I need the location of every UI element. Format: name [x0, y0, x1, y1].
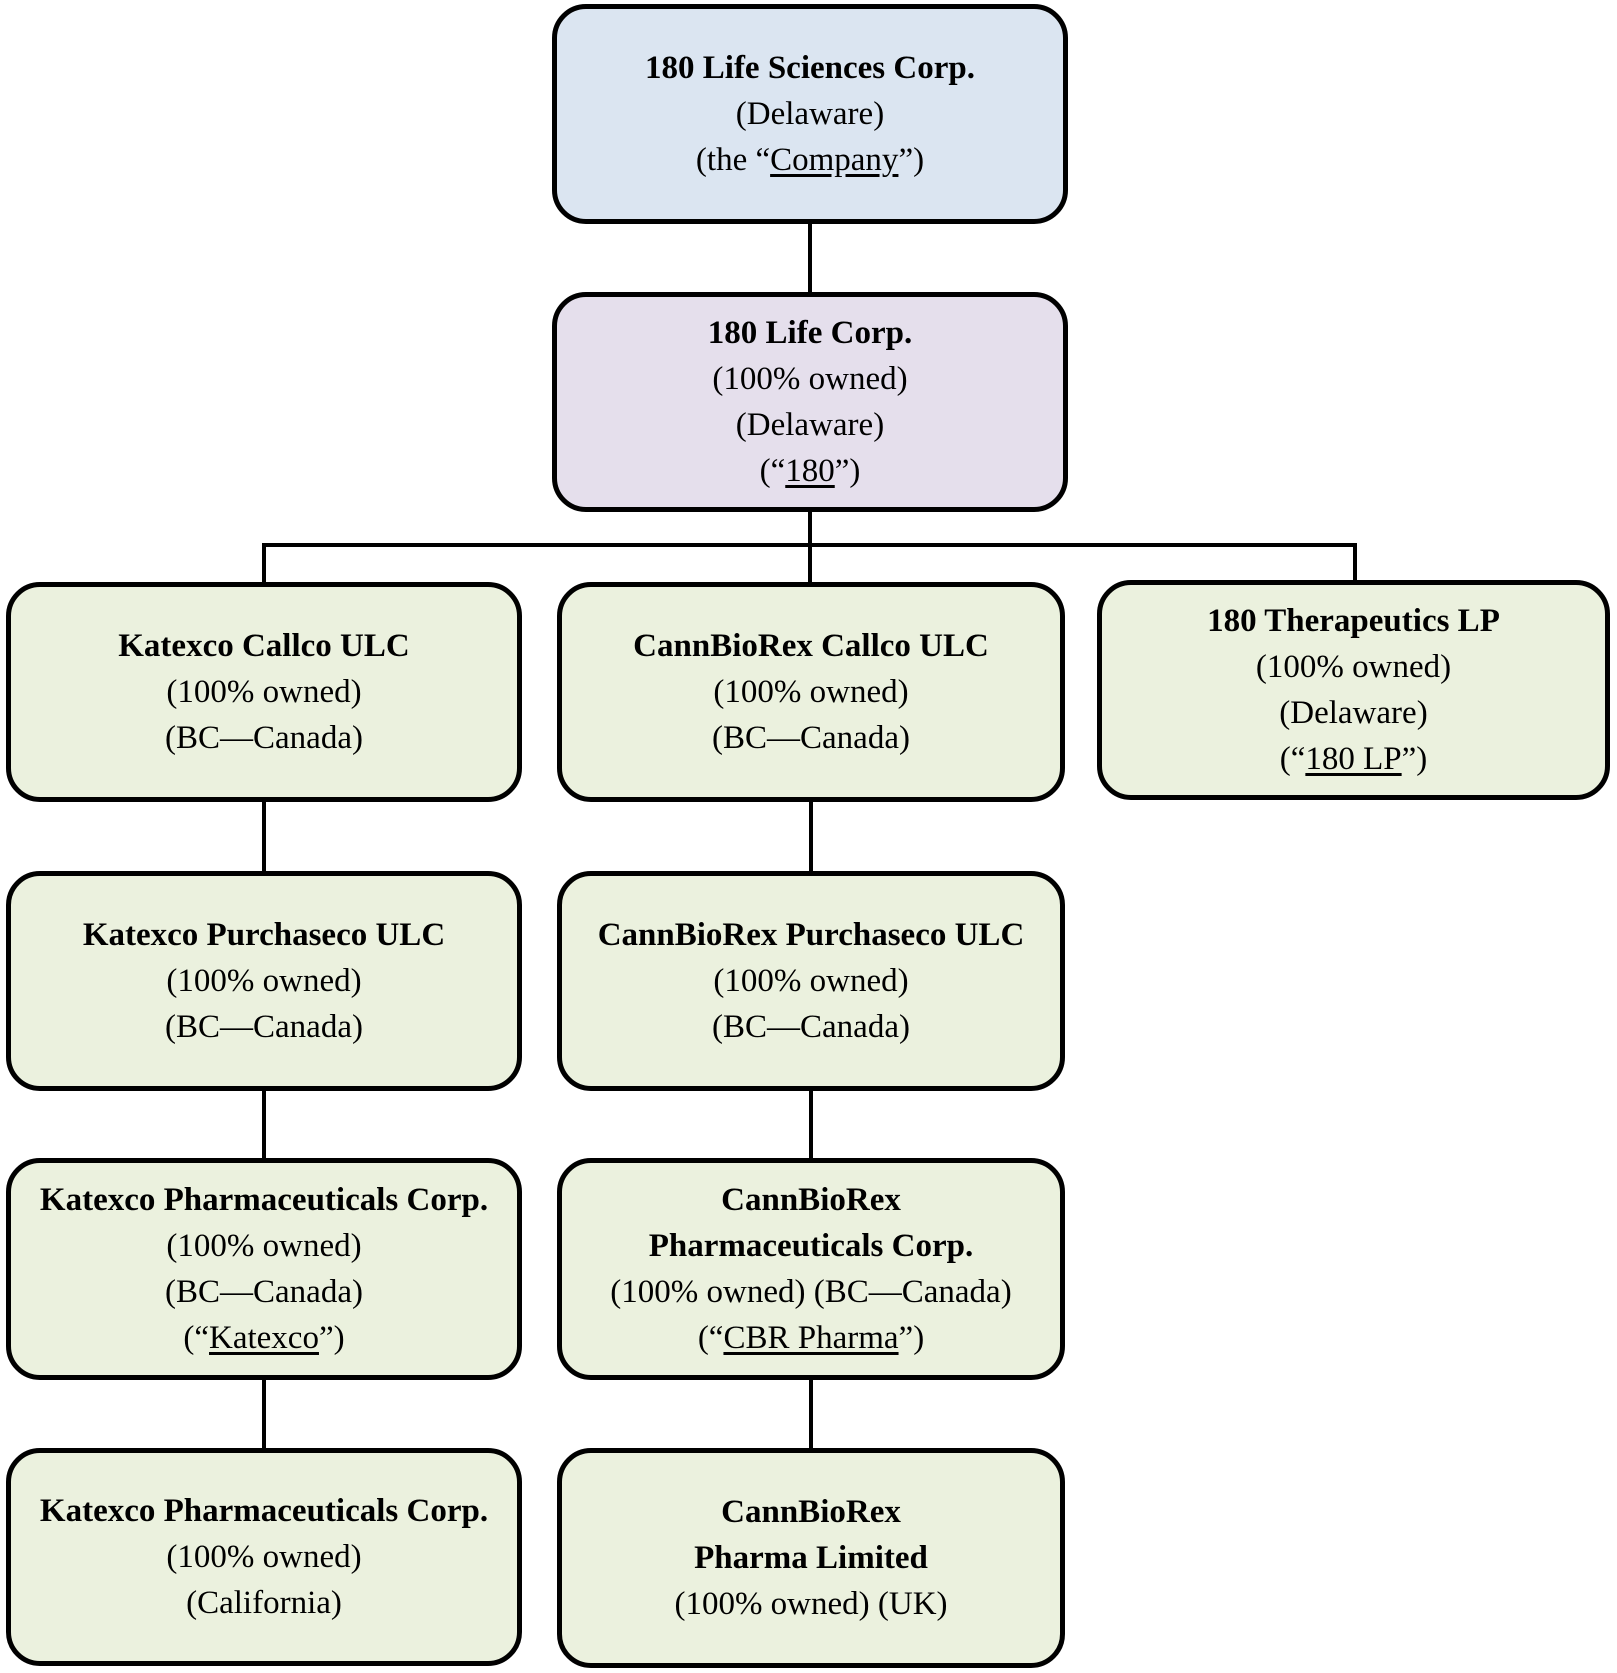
node-katexco-pharmaceuticals-corp-bc: Katexco Pharmaceuticals Corp. (100% owne… — [6, 1158, 522, 1380]
node-ownership: (100% owned) — [713, 963, 909, 999]
alias-suffix: ”) — [318, 1320, 345, 1356]
alias-text: 180 — [785, 453, 835, 489]
node-ownership-jurisdiction: (100% owned) (UK) — [674, 1586, 948, 1622]
node-katexco-pharmaceuticals-corp-california: Katexco Pharmaceuticals Corp. (100% owne… — [6, 1448, 522, 1666]
node-title-line1: CannBioRex — [721, 1494, 901, 1530]
node-title: CannBioRex Purchaseco ULC — [597, 917, 1025, 953]
connector-180-life-corp-drop — [808, 512, 812, 582]
node-title: CannBioRex Callco ULC — [633, 628, 989, 664]
alias-suffix: ”) — [898, 1320, 925, 1356]
node-jurisdiction: (BC—Canada) — [712, 1009, 910, 1045]
alias-prefix: (“ — [183, 1320, 210, 1356]
alias-suffix: ”) — [1401, 741, 1428, 777]
node-180-therapeutics-lp: 180 Therapeutics LP (100% owned) (Delawa… — [1097, 580, 1610, 800]
node-title: Katexco Pharmaceuticals Corp. — [39, 1493, 489, 1529]
node-jurisdiction: (Delaware) — [735, 407, 885, 443]
node-ownership: (100% owned) — [166, 1539, 362, 1575]
connector-cannbiorex-purchaseco-to-pharma — [809, 1091, 813, 1158]
connector-cannbiorex-pharma-to-uk — [809, 1380, 813, 1448]
connector-drop-katexco-callco — [262, 543, 266, 582]
alias-text: CBR Pharma — [723, 1320, 899, 1356]
connector-root-to-180-life-corp — [808, 224, 812, 292]
node-ownership: (100% owned) — [166, 963, 362, 999]
node-title: Katexco Pharmaceuticals Corp. — [39, 1182, 489, 1218]
alias-prefix: (“ — [1279, 741, 1306, 777]
node-jurisdiction: (BC—Canada) — [165, 720, 363, 756]
alias-prefix: (“ — [697, 1320, 724, 1356]
node-180-life-sciences-corp: 180 Life Sciences Corp. (Delaware) (the … — [552, 4, 1068, 224]
node-title-line2: Pharmaceuticals Corp. — [648, 1228, 974, 1264]
node-title: 180 Life Sciences Corp. — [645, 50, 975, 86]
node-180-life-corp: 180 Life Corp. (100% owned) (Delaware) (… — [552, 292, 1068, 512]
node-title: Katexco Purchaseco ULC — [82, 917, 446, 953]
node-title-line2: Pharma Limited — [694, 1540, 928, 1576]
alias-text: Katexco — [209, 1320, 319, 1356]
node-alias-line: (“Katexco”) — [183, 1315, 344, 1361]
alias-text: Company — [770, 142, 899, 178]
node-cannbiorex-pharmaceuticals-corp: CannBioRex Pharmaceuticals Corp. (100% o… — [557, 1158, 1065, 1380]
node-jurisdiction: (BC—Canada) — [165, 1274, 363, 1310]
node-alias-line: (“180”) — [760, 448, 861, 494]
node-title: Katexco Callco ULC — [118, 628, 410, 664]
node-jurisdiction: (BC—Canada) — [165, 1009, 363, 1045]
node-ownership-jurisdiction: (100% owned) (BC—Canada) — [610, 1274, 1012, 1310]
connector-drop-180-therapeutics — [1353, 543, 1357, 582]
node-title: 180 Therapeutics LP — [1207, 603, 1500, 639]
node-cannbiorex-callco-ulc: CannBioRex Callco ULC (100% owned) (BC—C… — [557, 582, 1065, 802]
node-ownership: (100% owned) — [166, 674, 362, 710]
connector-horizontal-bar — [262, 543, 1357, 547]
node-jurisdiction: (Delaware) — [1279, 695, 1428, 731]
node-ownership: (100% owned) — [166, 1228, 362, 1264]
alias-prefix: (“ — [759, 453, 786, 489]
alias-prefix: (the “ — [695, 142, 771, 178]
node-ownership: (100% owned) — [1255, 649, 1452, 685]
node-ownership: (100% owned) — [713, 674, 909, 710]
node-katexco-purchaseco-ulc: Katexco Purchaseco ULC (100% owned) (BC—… — [6, 871, 522, 1091]
node-alias-line: (“180 LP”) — [1280, 736, 1428, 782]
node-title-line1: CannBioRex — [721, 1182, 901, 1218]
node-jurisdiction: (Delaware) — [735, 96, 885, 132]
node-ownership: (100% owned) — [712, 361, 908, 397]
node-katexco-callco-ulc: Katexco Callco ULC (100% owned) (BC—Cana… — [6, 582, 522, 802]
node-alias-line: (“CBR Pharma”) — [698, 1315, 924, 1361]
alias-text: 180 LP — [1305, 741, 1402, 777]
node-alias-line: (the “Company”) — [696, 137, 924, 183]
connector-katexco-pharma-to-california — [262, 1380, 266, 1448]
connector-katexco-purchaseco-to-pharma — [262, 1091, 266, 1158]
alias-suffix: ”) — [834, 453, 861, 489]
node-jurisdiction: (California) — [186, 1585, 342, 1621]
connector-cannbiorex-callco-to-purchaseco — [809, 802, 813, 871]
node-cannbiorex-purchaseco-ulc: CannBioRex Purchaseco ULC (100% owned) (… — [557, 871, 1065, 1091]
node-cannbiorex-pharma-limited: CannBioRex Pharma Limited (100% owned) (… — [557, 1448, 1065, 1668]
node-jurisdiction: (BC—Canada) — [712, 720, 910, 756]
alias-suffix: ”) — [898, 142, 925, 178]
connector-katexco-callco-to-purchaseco — [262, 802, 266, 871]
node-title: 180 Life Corp. — [707, 315, 913, 351]
